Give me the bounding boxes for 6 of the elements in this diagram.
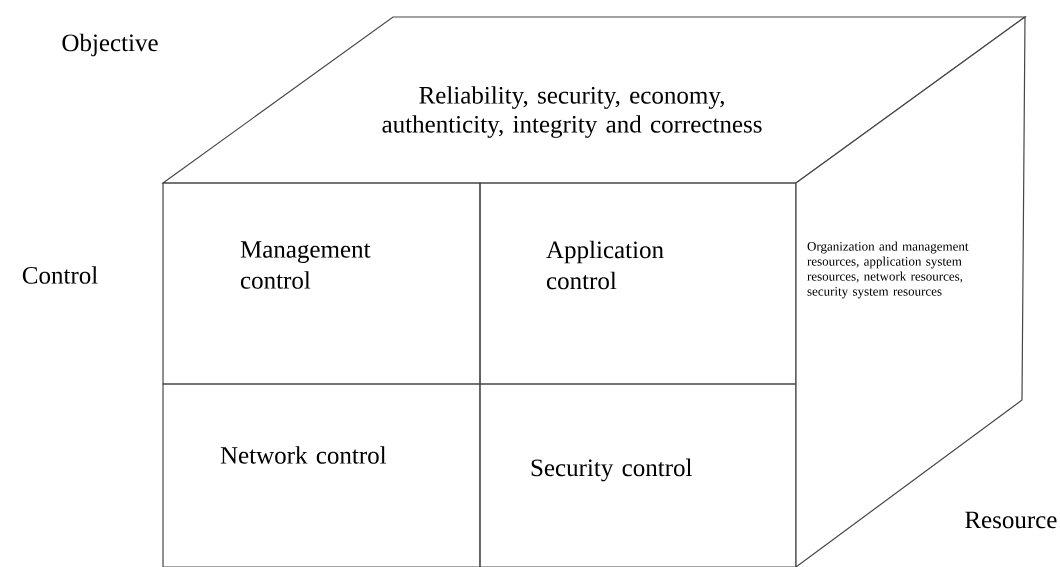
control-cell: Network control <box>162 383 481 567</box>
control-cell: Application control <box>479 182 797 385</box>
node-label: Organization and management resources, application system resources, network resources, security system resources <box>807 241 969 299</box>
axis-label: Control <box>22 266 98 284</box>
control-cell: Security control <box>479 383 797 567</box>
control-cell: Management control <box>162 182 481 385</box>
